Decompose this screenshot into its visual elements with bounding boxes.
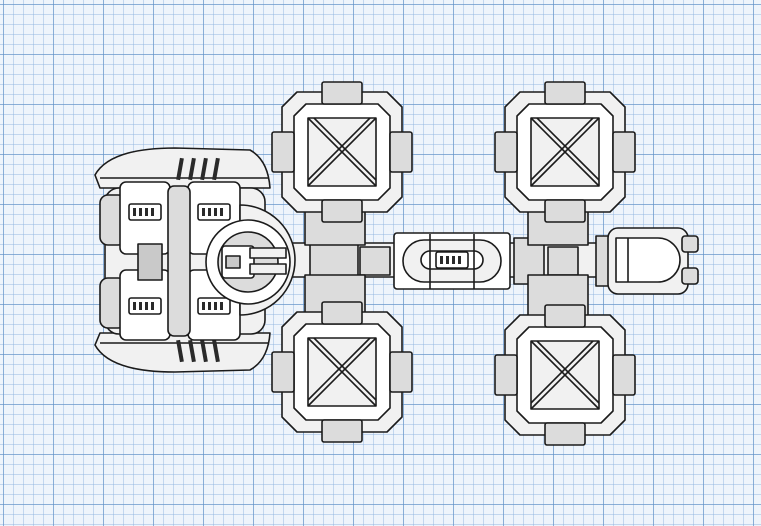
- engine-block[interactable]: [595, 227, 699, 295]
- cargo-pod-bottom-left[interactable]: [271, 301, 413, 443]
- turret[interactable]: [205, 204, 296, 316]
- cargo-pod-bottom-right[interactable]: [494, 304, 636, 446]
- cargo-pod-top-left[interactable]: [271, 81, 413, 223]
- cargo-pod-top-right[interactable]: [494, 81, 636, 223]
